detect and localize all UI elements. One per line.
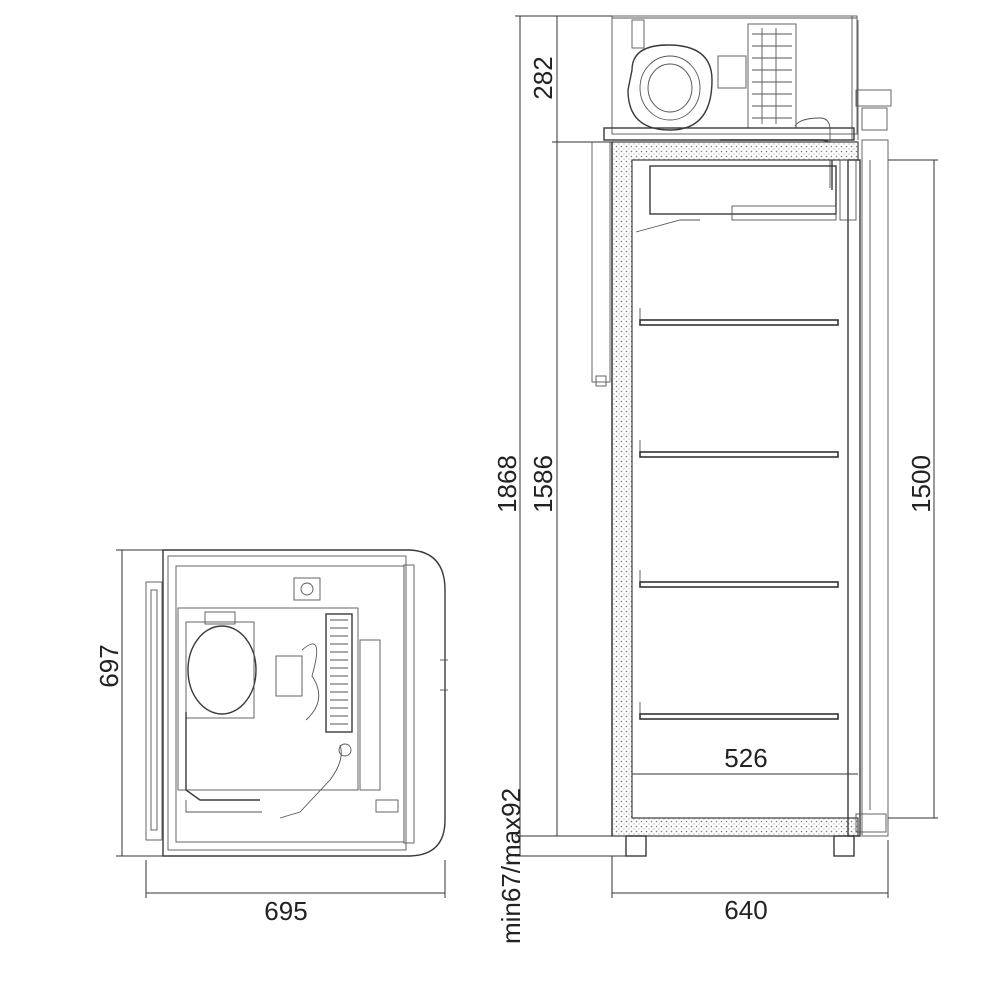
dim-inner-width: 526 (724, 743, 767, 773)
top-view-dimensions (116, 549, 446, 898)
dim-body-height: 1586 (528, 455, 558, 513)
section-view (591, 15, 892, 857)
dim-top-width: 695 (264, 896, 307, 926)
top-view-outline (162, 549, 446, 857)
condenser-coil (325, 613, 353, 733)
dim-door-height: 1500 (906, 455, 936, 513)
dim-unit-height: 282 (528, 56, 558, 99)
door-frame (847, 159, 861, 837)
top-view (145, 549, 448, 857)
dim-leg-height: min67/max92 (496, 788, 526, 944)
door-glass (861, 139, 889, 837)
foot-right (833, 835, 855, 857)
fan-motor (275, 655, 303, 697)
unit-condenser (747, 23, 797, 129)
evaporator (649, 165, 837, 215)
compressor (187, 625, 257, 715)
dim-outer-width: 640 (724, 895, 767, 925)
unit-compressor (627, 44, 713, 131)
shelves (639, 308, 839, 720)
section-view-dimensions (515, 15, 938, 898)
shelf (639, 451, 839, 458)
foot-left (625, 835, 647, 857)
shelf (639, 713, 839, 720)
cabinet-insulation (611, 141, 859, 837)
refrigeration-unit (611, 15, 858, 135)
shelf (639, 581, 839, 588)
dim-total-height: 1868 (492, 455, 522, 513)
dim-top-depth: 697 (94, 644, 124, 687)
shelf (639, 319, 839, 326)
